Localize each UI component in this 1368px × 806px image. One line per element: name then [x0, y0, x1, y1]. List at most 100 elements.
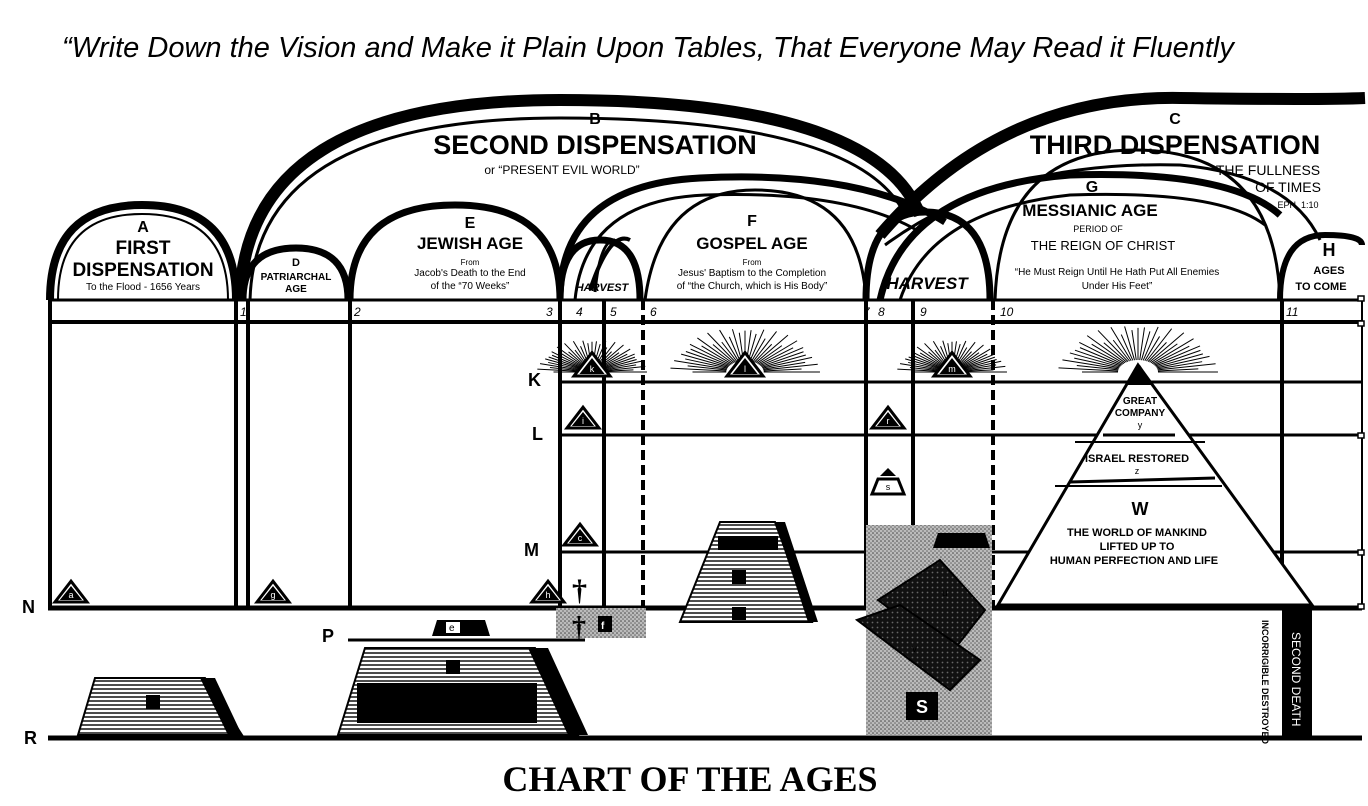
glory-ray — [919, 352, 943, 367]
glory-ray — [603, 353, 635, 368]
glory-ray — [911, 354, 941, 368]
glory-ray — [549, 367, 579, 372]
symbol-b: b — [149, 698, 155, 709]
triangle-inner — [732, 358, 758, 374]
pyramid-top-letter: x — [1134, 370, 1139, 380]
glory-ray — [763, 361, 806, 370]
glory-ray — [1079, 342, 1123, 365]
second-dispensation-letter: B — [589, 111, 601, 128]
glory-ray — [752, 331, 777, 363]
platform-e — [432, 620, 490, 636]
triangle-inner — [568, 529, 592, 543]
glory-ray — [760, 347, 804, 367]
period-4: 4 — [576, 305, 583, 319]
great-company-1: GREAT — [1123, 396, 1157, 407]
glory-ray — [719, 329, 740, 362]
glory-ray — [965, 369, 994, 372]
glory-ray — [670, 367, 727, 372]
plane-p-label: P — [322, 626, 334, 646]
s-label: S — [916, 697, 928, 717]
glory-bursts — [537, 326, 1218, 373]
patriarchal-letter: D — [292, 257, 300, 269]
messianic-sub3: “He Must Reign Until He Hath Put All Ene… — [1015, 267, 1220, 278]
glory-ray — [687, 365, 727, 371]
cross-icon: † — [572, 574, 587, 607]
glory-ray — [1097, 330, 1129, 362]
depraved-box — [357, 683, 537, 723]
first-dispensation-sub: To the Flood - 1656 Years — [86, 282, 200, 293]
glory-burst-gospel — [670, 329, 820, 373]
glory-ray — [545, 358, 580, 369]
symbol-f: f — [601, 621, 605, 632]
platform-gospel-n — [718, 536, 778, 550]
glory-ray — [681, 353, 729, 368]
incorrigible-text: INCORRIGIBLE DESTROYED — [1260, 620, 1270, 745]
jewish-title: JEWISH AGE — [417, 234, 523, 253]
glory-ray — [762, 356, 813, 369]
glory-ray — [551, 351, 582, 368]
glory-ray — [1153, 345, 1190, 365]
period-1: 1 — [240, 305, 247, 319]
glory-ray — [928, 351, 945, 366]
symbol-d: d — [449, 663, 455, 674]
third-dispensation-sub2: OF TIMES — [1255, 179, 1321, 195]
glory-ray — [961, 348, 991, 367]
symbol-n: n — [735, 539, 741, 550]
dispensation-arcs — [234, 91, 1366, 301]
glory-ray — [721, 341, 738, 363]
glory-ray — [728, 336, 741, 362]
glory-ray — [1155, 353, 1204, 368]
glory-ray — [960, 352, 980, 367]
patriarchal-line1: PATRIARCHAL — [261, 272, 332, 283]
plane-k-label: K — [528, 370, 541, 390]
glory-ray — [601, 348, 631, 367]
glory-ray — [605, 365, 646, 372]
harvest-label-1: HARVEST — [576, 282, 630, 294]
w-letter: W — [1132, 499, 1149, 519]
symbol-box-q — [732, 607, 746, 620]
great-company-3: y — [1138, 420, 1143, 430]
glory-ray — [1091, 343, 1125, 364]
glory-ray — [1146, 328, 1173, 362]
jewish-letter: E — [465, 215, 476, 232]
period-band — [50, 298, 1362, 324]
second-death-column: SECOND DEATH INCORRIGIBLE DESTROYED — [1260, 605, 1312, 745]
period-10: 10 — [1000, 305, 1014, 319]
patriarchal-line2: AGE — [285, 284, 307, 295]
glory-ray — [559, 352, 583, 367]
messianic-sub2: THE REIGN OF CHRIST — [1031, 238, 1176, 253]
period-numbers: 1 2 3 4 5 6 7 8 9 10 11 — [240, 305, 1298, 319]
glory-ray — [1140, 331, 1151, 361]
glory-ray — [1155, 349, 1201, 367]
jewish-sub1: From — [461, 258, 480, 267]
glory-ray — [564, 343, 586, 366]
glory-ray — [911, 351, 942, 368]
triangle-inner — [579, 358, 605, 374]
gospel-sub1: From — [743, 258, 762, 267]
glory-ray — [962, 353, 988, 368]
glory-ray — [689, 343, 731, 366]
glory-ray — [1103, 342, 1127, 363]
glory-ray — [603, 356, 636, 369]
glory-ray — [1110, 327, 1132, 361]
symbol-box-p — [732, 570, 746, 584]
glory-ray — [1074, 357, 1120, 369]
triangle-letter: c — [578, 533, 583, 543]
second-death-text: SECOND DEATH — [1289, 632, 1303, 726]
platforms: b d THE WORLD ON THE DEPRAVED PLANE UNJU… — [76, 521, 818, 736]
glory-ray — [761, 354, 806, 368]
glory-ray — [761, 351, 804, 367]
s-label-box — [906, 692, 938, 720]
israel-letter: z — [1135, 466, 1140, 476]
glory-ray — [899, 363, 939, 371]
period-2: 2 — [353, 305, 361, 319]
dispensation-headings: A FIRST DISPENSATION To the Flood - 1656… — [72, 111, 1320, 293]
glory-ray — [1142, 326, 1159, 361]
glory-ray — [548, 361, 580, 370]
glory-ray — [964, 360, 1002, 370]
platform-s-icon — [869, 477, 907, 496]
quote-text: “Write Down the Vision and Make it Plain… — [62, 32, 1235, 64]
glory-ray — [1149, 332, 1185, 363]
glory-ray — [1157, 361, 1203, 370]
